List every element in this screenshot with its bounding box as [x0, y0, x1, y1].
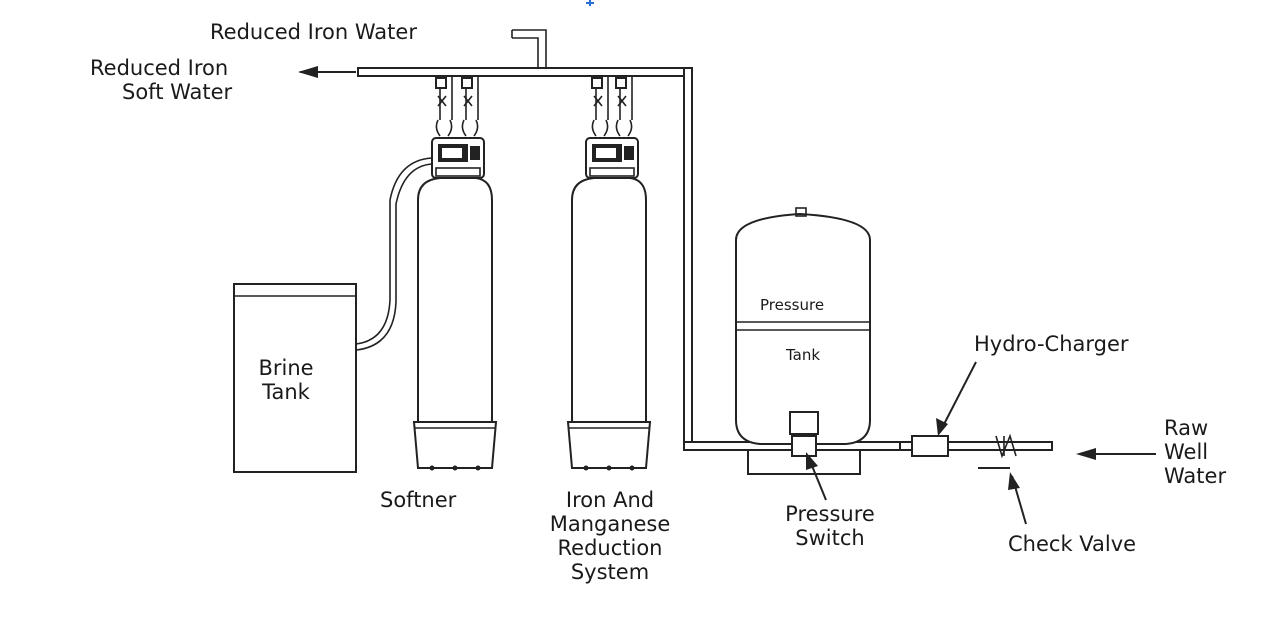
- iron-system-control-valve-icon: [585, 137, 639, 179]
- pressure-switch-icon: [789, 411, 819, 457]
- hydro-charger-label: Hydro-Charger: [974, 332, 1129, 356]
- iron-system-label: Iron And Manganese Reduction System: [538, 488, 682, 584]
- softner-label: Softner: [380, 488, 457, 512]
- check-valve-icon: [995, 433, 1017, 459]
- soft-water-arrow: [298, 66, 356, 78]
- softener-tank: [412, 177, 498, 471]
- raw-water-arrow: [1076, 448, 1156, 460]
- brine-hose: [355, 157, 433, 345]
- check-valve-arrow: [978, 467, 1027, 525]
- reduced-iron-soft-water-line2: Soft Water: [122, 80, 233, 104]
- softener-control-valve-icon: [431, 137, 485, 179]
- brine-tank: [233, 283, 357, 473]
- hydro-charger-icon: [911, 435, 949, 457]
- pressure-switch-line1: Pressure: [785, 502, 875, 526]
- iron-system-valve-risers: [591, 76, 633, 137]
- reduced-iron-soft-water-label: Reduced Iron Soft Water: [90, 56, 250, 104]
- check-valve-label: Check Valve: [1008, 532, 1137, 556]
- iron-system-line3: Reduction: [557, 536, 663, 560]
- pressure-tank-label-line1: Pressure: [760, 296, 825, 314]
- hydro-charger-arrow: [936, 361, 977, 436]
- reduced-iron-water-outlet: [511, 29, 547, 68]
- iron-reduction-tank: [566, 177, 652, 471]
- pressure-tank-label-line2: Tank: [786, 346, 821, 364]
- iron-system-line4: System: [570, 560, 650, 584]
- reduced-iron-soft-water-line1: Reduced Iron: [90, 56, 229, 80]
- brine-tank-line2: Tank: [262, 380, 310, 404]
- raw-well-water-line1: Raw: [1164, 416, 1209, 440]
- pressure-switch-arrow: [806, 452, 827, 501]
- pressure-tank: [735, 207, 871, 475]
- blue-marker-icon: [586, 0, 594, 6]
- raw-well-water-line3: Water: [1164, 464, 1227, 488]
- reduced-iron-water-label: Reduced Iron Water: [210, 20, 417, 44]
- iron-system-line2: Manganese: [549, 512, 671, 536]
- brine-tank-line1: Brine: [258, 356, 314, 380]
- pressure-switch-label: Pressure Switch: [770, 502, 890, 550]
- iron-system-line1: Iron And: [565, 488, 655, 512]
- raw-well-water-line2: Well: [1164, 440, 1209, 464]
- pressure-switch-line2: Switch: [795, 526, 865, 550]
- softener-valve-risers: [435, 76, 479, 137]
- inlet-pipe: [899, 441, 1053, 451]
- brine-tank-label: Brine Tank: [236, 356, 336, 404]
- raw-well-water-label: Raw Well Water: [1164, 416, 1226, 488]
